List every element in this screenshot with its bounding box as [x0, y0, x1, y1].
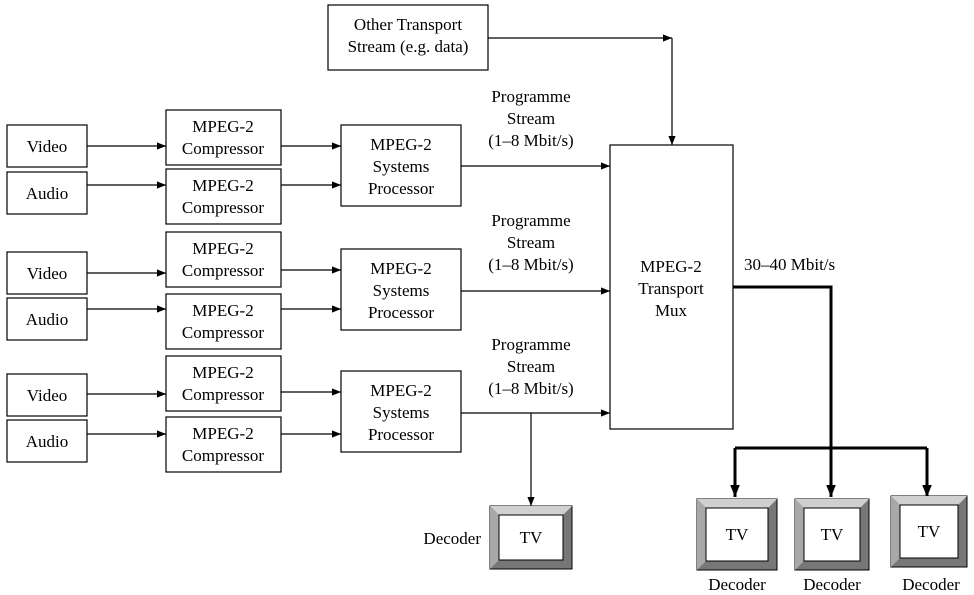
processor-label-2c: Processor [368, 303, 434, 322]
other-transport-stream-box [327, 4, 489, 71]
compressor-label-1a: MPEG-2 [192, 117, 253, 136]
tv-label-local: TV [520, 528, 543, 547]
programme-label-1c: (1–8 Mbit/s) [488, 131, 573, 150]
compressor-label-5b: Compressor [182, 385, 265, 404]
decoder-label-remote-2: Decoder [803, 575, 861, 594]
video-compressor-1 [165, 109, 282, 166]
video-compressor-3 [165, 355, 282, 412]
video-compressor-2 [165, 231, 282, 288]
compressor-label-3b: Compressor [182, 261, 265, 280]
programme-label-2b: Stream [507, 233, 555, 252]
mux-output-line [733, 285, 833, 448]
programme-label-3b: Stream [507, 357, 555, 376]
audio-input-1 [6, 171, 88, 215]
programme-label-3c: (1–8 Mbit/s) [488, 379, 573, 398]
video-label-2: Video [27, 264, 68, 283]
audio-compressor-3 [165, 416, 282, 473]
compressor-label-5a: MPEG-2 [192, 363, 253, 382]
programme-label-1a: Programme [491, 87, 570, 106]
audio-label-3: Audio [26, 432, 69, 451]
programme-label-2a: Programme [491, 211, 570, 230]
compressor-label-4a: MPEG-2 [192, 301, 253, 320]
processor-label-2b: Systems [373, 281, 430, 300]
decoder-label-remote-1: Decoder [708, 575, 766, 594]
audio-compressor-1 [165, 168, 282, 225]
other-stream-label-1: Other Transport [354, 15, 462, 34]
transport-mux-box [609, 144, 734, 430]
systems-processor-2 [340, 248, 462, 331]
audio-compressor-2 [165, 293, 282, 350]
tv-local: TV [489, 505, 573, 570]
decoder-label-remote-3: Decoder [902, 575, 960, 594]
tv-label-remote-1: TV [726, 525, 749, 544]
programme-label-2c: (1–8 Mbit/s) [488, 255, 573, 274]
tv-remote-3: TV [890, 495, 968, 568]
compressor-label-3a: MPEG-2 [192, 239, 253, 258]
processor-label-1c: Processor [368, 179, 434, 198]
processor-label-3c: Processor [368, 425, 434, 444]
systems-processor-1 [340, 124, 462, 207]
mux-label-1: MPEG-2 [640, 257, 701, 276]
programme-label-1b: Stream [507, 109, 555, 128]
audio-input-2 [6, 297, 88, 341]
audio-label-1: Audio [26, 184, 69, 203]
tv-label-remote-3: TV [918, 522, 941, 541]
processor-label-1a: MPEG-2 [370, 135, 431, 154]
processor-label-1b: Systems [373, 157, 430, 176]
other-stream-label-2: Stream (e.g. data) [348, 37, 469, 56]
audio-label-2: Audio [26, 310, 69, 329]
compressor-label-1b: Compressor [182, 139, 265, 158]
video-label-3: Video [27, 386, 68, 405]
processor-label-2a: MPEG-2 [370, 259, 431, 278]
compressor-label-2a: MPEG-2 [192, 176, 253, 195]
mux-label-3: Mux [655, 301, 688, 320]
tv-remote-2: TV [794, 498, 870, 571]
mux-label-2: Transport [638, 279, 704, 298]
programme-label-3a: Programme [491, 335, 570, 354]
compressor-label-6b: Compressor [182, 446, 265, 465]
compressor-label-4b: Compressor [182, 323, 265, 342]
systems-processor-3 [340, 370, 462, 453]
compressor-label-2b: Compressor [182, 198, 265, 217]
video-input-3 [6, 373, 88, 417]
tv-remote-1: TV [696, 498, 778, 571]
video-input-1 [6, 124, 88, 168]
tv-label-remote-2: TV [821, 525, 844, 544]
processor-label-3b: Systems [373, 403, 430, 422]
decoder-label-local: Decoder [423, 529, 481, 548]
mux-output-rate: 30–40 Mbit/s [744, 255, 835, 274]
compressor-label-6a: MPEG-2 [192, 424, 253, 443]
video-label-1: Video [27, 137, 68, 156]
processor-label-3a: MPEG-2 [370, 381, 431, 400]
audio-input-3 [6, 419, 88, 463]
